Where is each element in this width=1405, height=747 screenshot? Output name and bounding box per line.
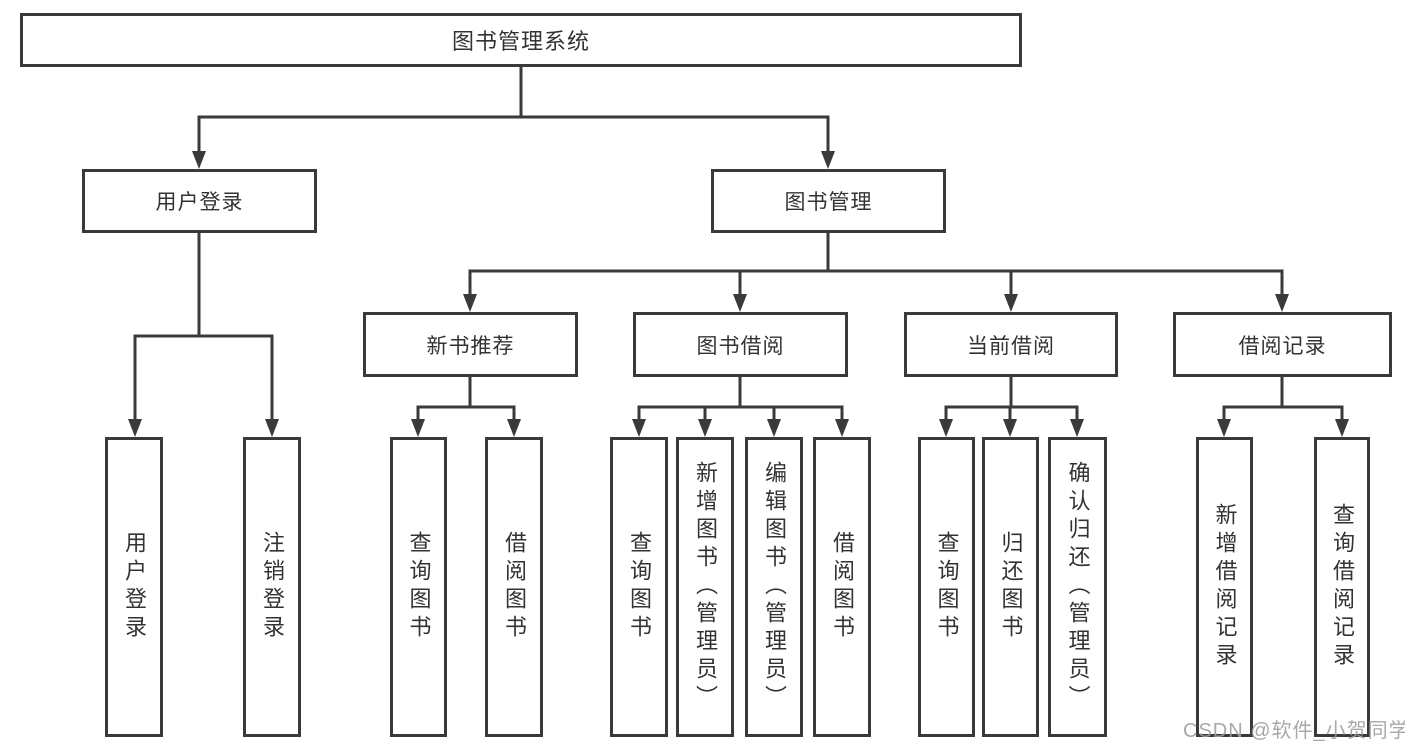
leaf-borrow-books-borrowing-label: 借阅图书 [830,531,855,643]
node-borrow-records-label: 借阅记录 [1238,334,1327,358]
leaf-query-books-recommend-label: 查询图书 [406,531,432,643]
leaf-add-book-admin-label: 新增图书（管理员） [693,461,718,713]
leaf-return-book-label: 归还图书 [998,531,1024,643]
node-borrow-records: 借阅记录 [1173,312,1392,377]
leaf-query-borrow-record-label: 查询借阅记录 [1330,503,1355,671]
leaf-user-login-label: 用户登录 [122,531,147,643]
leaf-query-books-current-label: 查询图书 [934,531,960,643]
leaf-query-books-borrowing: 查询图书 [610,437,668,737]
leaf-user-login: 用户登录 [105,437,163,737]
node-new-book-recommend: 新书推荐 [363,312,578,377]
leaf-return-book: 归还图书 [982,437,1039,737]
leaf-logout: 注销登录 [243,437,301,737]
leaf-edit-book-admin: 编辑图书（管理员） [745,437,803,737]
leaf-query-books-borrowing-label: 查询图书 [627,531,652,643]
node-library-system-label: 图书管理系统 [451,29,590,54]
node-current-borrowing-label: 当前借阅 [967,334,1055,358]
node-new-book-recommend-label: 新书推荐 [426,334,515,358]
leaf-add-borrow-record-label: 新增借阅记录 [1212,503,1238,671]
node-book-borrowing-label: 图书借阅 [696,334,785,358]
leaf-logout-label: 注销登录 [260,531,285,643]
leaf-query-books-recommend: 查询图书 [390,437,447,737]
leaf-add-book-admin: 新增图书（管理员） [676,437,734,737]
leaf-borrow-books-borrowing: 借阅图书 [813,437,871,737]
node-library-system: 图书管理系统 [20,13,1022,67]
leaf-confirm-return-admin: 确认归还（管理员） [1048,437,1107,737]
leaf-borrow-books-recommend-label: 借阅图书 [502,531,527,643]
node-book-borrowing: 图书借阅 [633,312,848,377]
leaf-confirm-return-admin-label: 确认归还（管理员） [1065,461,1091,713]
node-user-login-group: 用户登录 [82,169,317,233]
leaf-edit-book-admin-label: 编辑图书（管理员） [762,461,787,713]
node-user-login-group-label: 用户登录 [155,191,244,214]
csdn-watermark: CSDN @软件_小贺同学 [1183,720,1405,742]
node-book-management: 图书管理 [711,169,946,233]
leaf-query-books-current: 查询图书 [918,437,975,737]
leaf-borrow-books-recommend: 借阅图书 [485,437,543,737]
node-book-management-label: 图书管理 [784,191,873,214]
leaf-query-borrow-record: 查询借阅记录 [1314,437,1370,737]
leaf-add-borrow-record: 新增借阅记录 [1196,437,1253,737]
node-current-borrowing: 当前借阅 [904,312,1118,377]
